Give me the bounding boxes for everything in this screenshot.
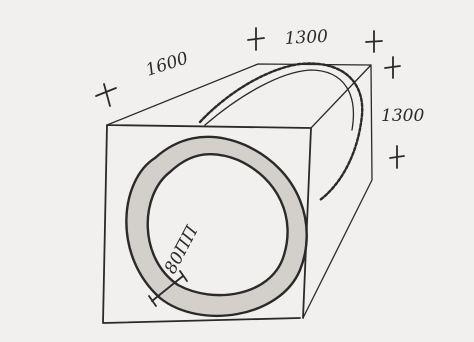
back-face-edges bbox=[106, 63, 373, 319]
ring-inner-ellipse bbox=[146, 153, 289, 297]
height-tick-bottom bbox=[389, 145, 405, 169]
ring-shading bbox=[126, 136, 307, 316]
thickness-dimension-line bbox=[148, 270, 188, 307]
width-tick-left bbox=[247, 27, 265, 51]
ring-outer-ellipse bbox=[125, 135, 308, 318]
width-tick-right bbox=[365, 30, 383, 53]
back-ellipse-inner bbox=[204, 69, 354, 131]
wall-thickness-label: 80ΠΠ bbox=[161, 222, 203, 278]
front-face-outline bbox=[102, 124, 312, 324]
height-tick-top bbox=[384, 56, 401, 79]
depth-tick-mark bbox=[95, 83, 117, 107]
back-ellipse bbox=[198, 62, 364, 202]
height-label: 1300 bbox=[381, 106, 424, 126]
width-label: 1300 bbox=[284, 27, 328, 49]
depth-label: 1600 bbox=[143, 48, 191, 80]
